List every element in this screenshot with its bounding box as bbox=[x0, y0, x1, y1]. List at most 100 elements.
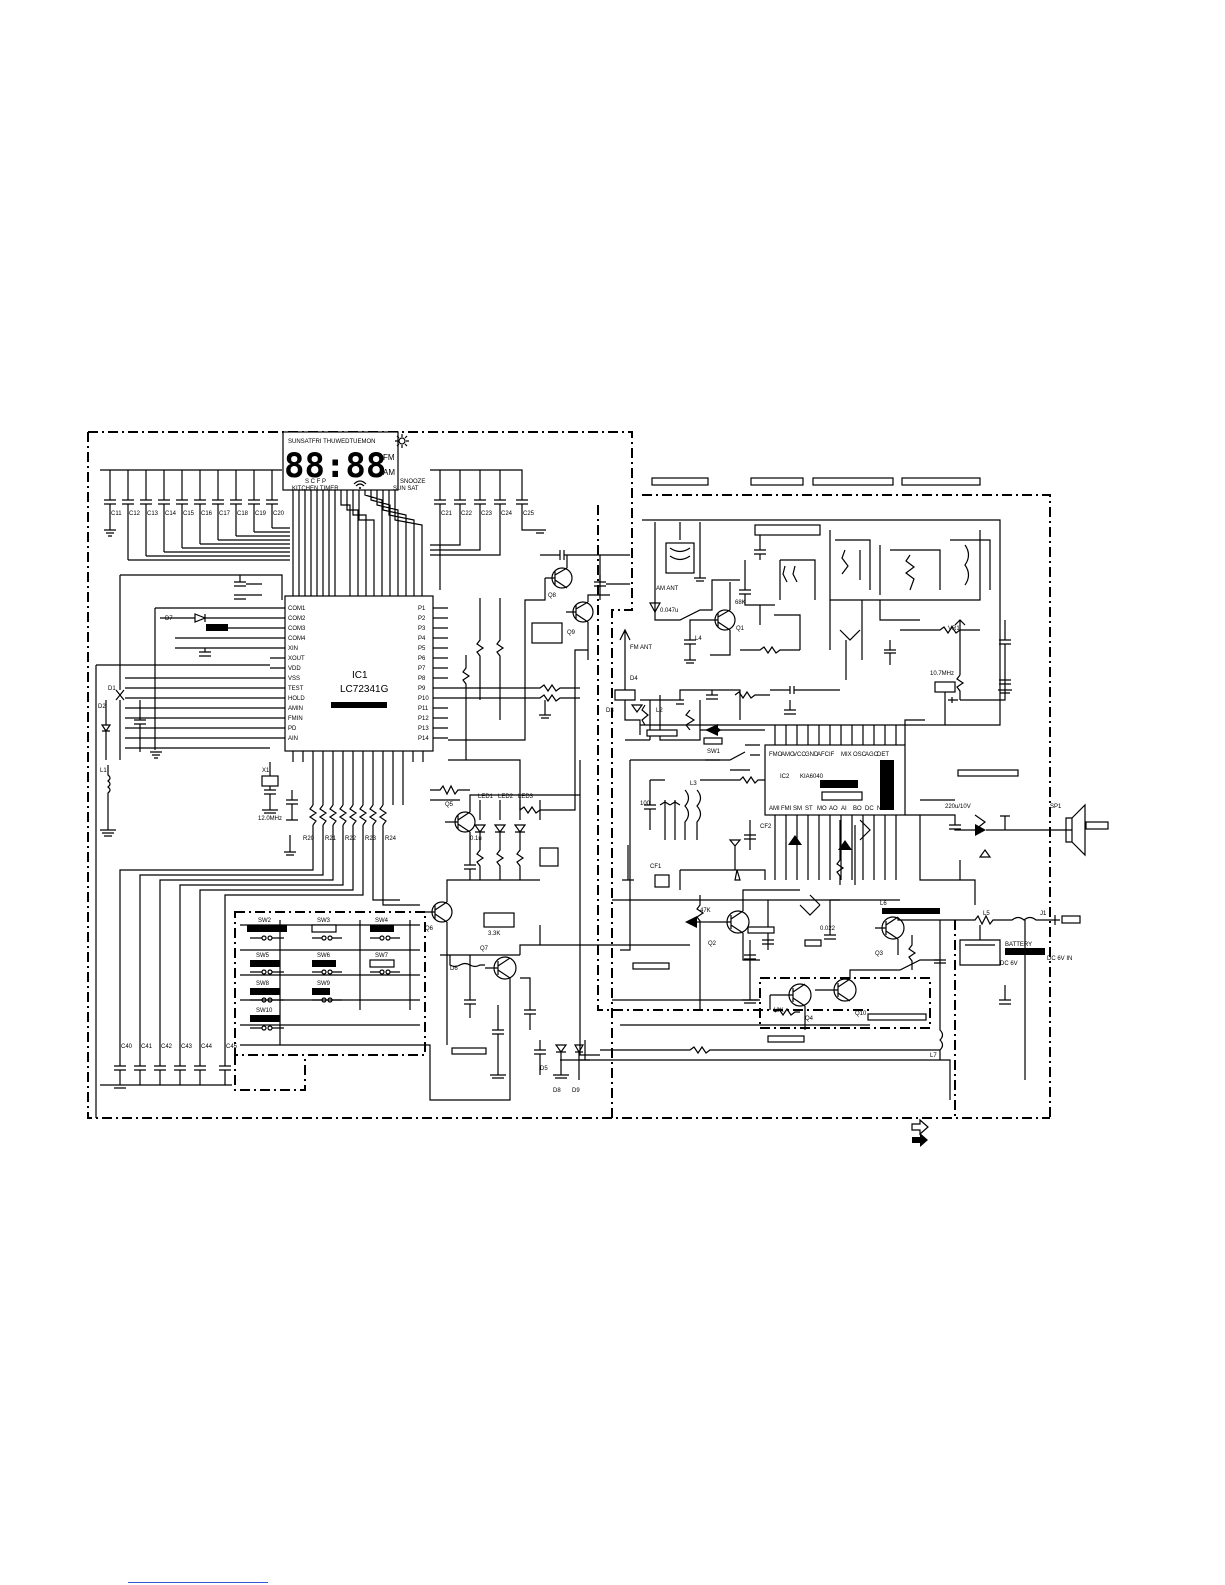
ic2-pin: FMO bbox=[769, 752, 783, 758]
ref-label: SW1 bbox=[707, 749, 721, 755]
if-stage: SW1 CF1 L3 bbox=[620, 724, 766, 951]
ref-label: Q2 bbox=[708, 941, 717, 947]
ic1-pin: P5 bbox=[418, 646, 426, 652]
ref-label: CF2 bbox=[760, 824, 772, 830]
ref-label: D9 bbox=[572, 1088, 580, 1094]
lcd-days: SUNSATFRI THUWEDTUEMON bbox=[288, 439, 375, 445]
cap-label: C17 bbox=[219, 511, 231, 517]
lcd-bus bbox=[292, 490, 423, 590]
value-label: 12.0MHz bbox=[258, 816, 282, 822]
ic1-pin: P7 bbox=[418, 666, 426, 672]
power-label: DC 6V IN bbox=[1047, 956, 1072, 962]
ref-label: Q8 bbox=[548, 593, 557, 599]
lcd-display: SUNSATFRI THUWEDTUEMON 88:88 FM AM S C F… bbox=[282, 431, 425, 492]
ref-label: Q1 bbox=[736, 626, 745, 632]
ic1-pin: P9 bbox=[418, 686, 426, 692]
power-switch: Q4 Q10 L7 10K bbox=[560, 959, 951, 1100]
button: SW2 bbox=[247, 918, 287, 941]
button-label: SW7 bbox=[375, 953, 389, 959]
ic2-pin: AGC bbox=[865, 752, 879, 758]
value-label: 100 bbox=[640, 801, 651, 807]
cap-label: C45 bbox=[226, 1044, 238, 1050]
power-regulator: Q7 D8 D9 bbox=[240, 925, 590, 1101]
ic1-pin: P10 bbox=[418, 696, 429, 702]
audio-preamp: Q2 0.022 bbox=[632, 819, 871, 1004]
button-label: SW8 bbox=[256, 981, 270, 987]
ref-label: Q3 bbox=[875, 951, 884, 957]
cap-label: C21 bbox=[441, 511, 453, 517]
ic1-crystal: X1 12.0MHz bbox=[258, 762, 298, 856]
ic2-pin: AMO bbox=[781, 752, 795, 758]
resistor-array: R20 R21 R22 R23 R24 bbox=[119, 762, 420, 1060]
ref-label: J1 bbox=[1040, 911, 1047, 917]
ic2-pin: SM bbox=[793, 806, 802, 812]
ref-label: CF1 bbox=[650, 864, 662, 870]
cap-label: C16 bbox=[201, 511, 213, 517]
r-label: R22 bbox=[345, 836, 357, 842]
button: SW5 bbox=[250, 953, 284, 975]
ic1-pin: AIN bbox=[288, 736, 298, 742]
battery-sub: DC 6V bbox=[1000, 961, 1018, 967]
button-label: SW3 bbox=[317, 918, 331, 924]
ref-label: D7 bbox=[165, 616, 173, 622]
r-label: R20 bbox=[303, 836, 315, 842]
ic1-pin: P4 bbox=[418, 636, 426, 642]
ic1-ref: IC1 bbox=[352, 670, 368, 681]
value-label: 0.047u bbox=[660, 608, 678, 614]
ic1-pin: COM3 bbox=[288, 626, 306, 632]
varicap-section: VR1 10.7MHz bbox=[829, 530, 1012, 725]
capacitor-bank-bottom: C40 C41 C42 C43 C44 C45 bbox=[100, 1044, 238, 1089]
ic2-tuner: IC2 KIA6040 FMO AMO VCC GND AFC IF MIX O… bbox=[764, 725, 1019, 880]
ref-label: Q10 bbox=[855, 1011, 867, 1017]
fm-front-end: FM ANT D3 L2 bbox=[606, 628, 840, 741]
ref-label: LED1 bbox=[478, 794, 494, 800]
battery-label: BATTERY bbox=[1005, 942, 1032, 948]
ic1-pin: P11 bbox=[418, 706, 429, 712]
lcd-snooze-sub: SUN SAT bbox=[393, 486, 419, 492]
cap-label: C25 bbox=[523, 511, 535, 517]
ic1-pin: COM4 bbox=[288, 636, 306, 642]
ic1-pin: AMIN bbox=[288, 706, 303, 712]
section-label-boxes bbox=[651, 477, 981, 486]
ic2-part: KIA6040 bbox=[800, 774, 824, 780]
ic1-pin: P3 bbox=[418, 626, 426, 632]
ref-label: Q4 bbox=[805, 1016, 814, 1022]
speaker-output: 220u/10V SP1 bbox=[905, 803, 1109, 858]
cap-label: C11 bbox=[111, 511, 122, 517]
button: SW9 bbox=[312, 981, 342, 1003]
ref-label: D3 bbox=[606, 708, 614, 714]
ref-label: D2 bbox=[98, 704, 106, 710]
ref-label: L2 bbox=[656, 708, 663, 714]
button-label: SW4 bbox=[375, 918, 389, 924]
button-label: SW5 bbox=[256, 953, 270, 959]
ref-label: SP1 bbox=[1050, 804, 1062, 810]
board-outline bbox=[87, 431, 1051, 1119]
button: SW10 bbox=[250, 1008, 284, 1031]
ic2-pin: GND bbox=[805, 752, 819, 758]
value-label: 68K bbox=[735, 600, 746, 606]
ic2-pin: DC bbox=[865, 806, 874, 812]
ref-label: LED3 bbox=[518, 794, 534, 800]
lcd-snooze: SNOOZE bbox=[400, 479, 425, 485]
r-label: R21 bbox=[325, 836, 337, 842]
antenna-label: FM ANT bbox=[630, 645, 652, 651]
value-label: 10.7MHz bbox=[930, 671, 954, 677]
ic1-pin: TEST bbox=[288, 686, 304, 692]
cap-label: C42 bbox=[161, 1044, 173, 1050]
ic2-pin: ST bbox=[805, 806, 813, 812]
antenna-label: AM ANT bbox=[656, 586, 679, 592]
ic1-mcu: IC1 LC72341G COM1 COM2 COM3 COM4 XIN XOU… bbox=[270, 590, 448, 762]
ic1-pin: P13 bbox=[418, 726, 429, 732]
ic2-pin: AO bbox=[829, 806, 838, 812]
ref-label: L6 bbox=[880, 901, 887, 907]
ref-label: X1 bbox=[262, 768, 270, 774]
cap-label: C13 bbox=[147, 511, 159, 517]
ic2-pin: AI bbox=[841, 806, 847, 812]
ic2-pin: FMI bbox=[781, 806, 792, 812]
value-label: 0.1u bbox=[470, 836, 482, 842]
ic1-left-circuit: D1 D2 L1 bbox=[95, 574, 283, 1118]
button-label: SW9 bbox=[317, 981, 331, 987]
value-label: 0.022 bbox=[820, 926, 836, 932]
ic2-pin: MIX bbox=[841, 752, 852, 758]
ref-label: D6 bbox=[450, 966, 458, 972]
